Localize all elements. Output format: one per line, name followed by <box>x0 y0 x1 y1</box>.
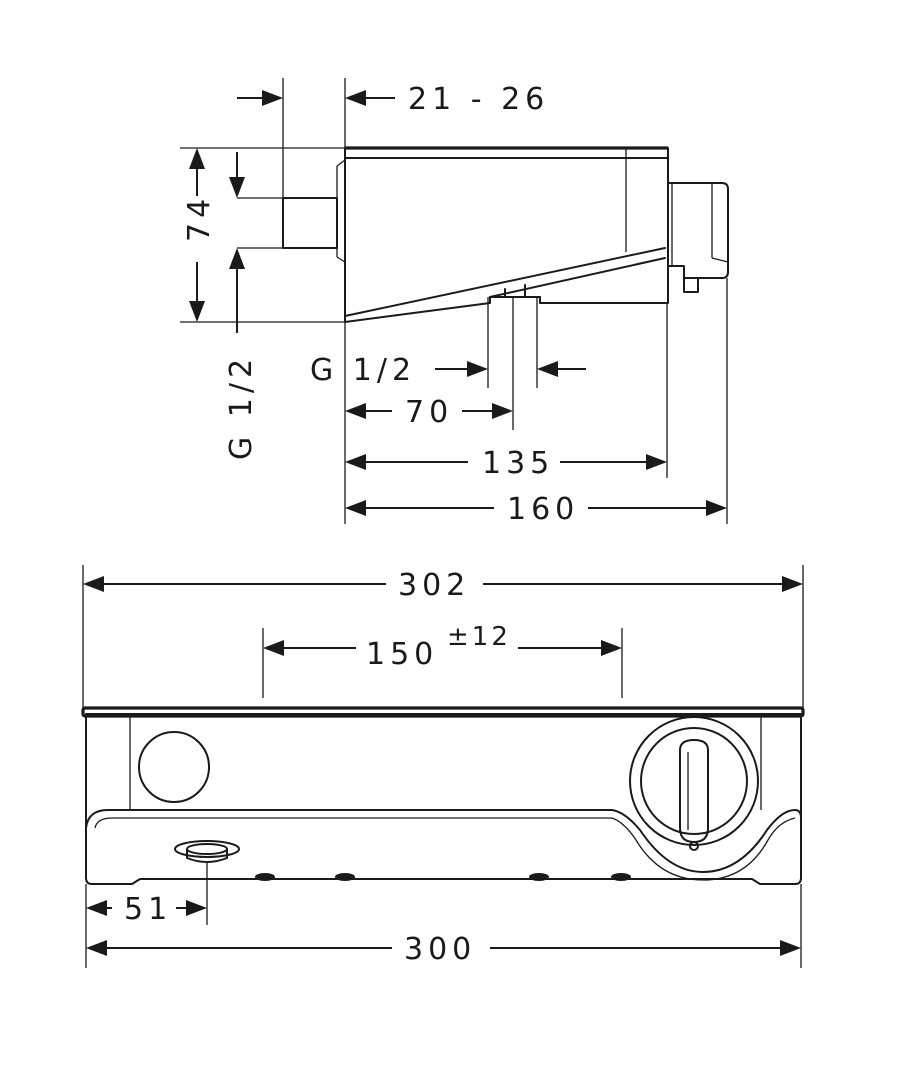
front-view: 302 150 ±12 <box>81 565 805 968</box>
thermostat-body-front <box>85 713 802 885</box>
knob-side <box>667 182 729 279</box>
dim-inlet-spacing: 150 <box>366 637 438 672</box>
dim-inlet-thread: G 1/2 <box>224 354 259 460</box>
mounting-hole <box>529 873 549 881</box>
wall-connector <box>282 197 338 249</box>
dim-depth-total: 160 <box>507 492 579 527</box>
dim-inlet-tolerance: ±12 <box>447 622 511 652</box>
dim-width-bottom: 300 <box>404 932 476 967</box>
side-view: 21 - 26 74 G 1/2 G 1/2 70 135 <box>180 78 729 527</box>
outlet-nozzle <box>174 840 240 863</box>
mounting-hole <box>335 873 355 881</box>
dim-height: 74 <box>182 194 217 242</box>
dim-outlet-position: 70 <box>405 395 453 430</box>
dim-width-top: 302 <box>398 568 470 603</box>
dim-outlet-thread: G 1/2 <box>310 353 416 388</box>
temperature-knob <box>629 716 759 851</box>
mounting-hole <box>611 873 631 881</box>
dim-outlet-offset: 51 <box>124 892 172 927</box>
dim-depth-body: 135 <box>482 446 554 481</box>
diverter-button <box>138 731 210 803</box>
dim-wall-offset: 21 - 26 <box>408 82 549 117</box>
thermostat-body-side <box>344 147 669 323</box>
mounting-hole <box>255 873 275 881</box>
